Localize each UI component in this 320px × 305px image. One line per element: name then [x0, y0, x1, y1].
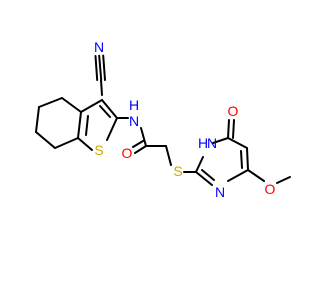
ring-carbonyl-bond-2 — [232, 119, 235, 139]
ring-carbonyl-oxygen-label: O — [228, 103, 239, 119]
pyrimidine-bond-c5-c4 — [246, 147, 249, 171]
cyclohexene-bond-1 — [61, 97, 82, 113]
nitrile-triple-bond-2 — [98, 54, 103, 81]
molecule-structure: N N H S O S H N O N O — [35, 39, 291, 200]
thiophene-bond-c3a-c3 — [80, 99, 103, 113]
c4-to-methoxy-o-bond — [247, 169, 265, 182]
amide-oxygen-label: O — [122, 145, 133, 161]
nh-to-carbonyl-bond — [140, 127, 147, 147]
carbonyl-bond-1 — [134, 145, 147, 154]
pyrimidine-bond-c2-n1 — [195, 156, 204, 173]
thiophene-bond-c2-s — [106, 117, 118, 141]
thioether-sulfur-label: S — [173, 163, 182, 179]
nitrile-triple-bond-1 — [94, 55, 99, 81]
thiophene-bond-c3-c2 — [101, 99, 118, 119]
ch2-to-s-bond — [165, 145, 172, 166]
nitrile-triple-bond-3 — [102, 54, 106, 81]
thiophene-sulfur-label: S — [94, 142, 103, 158]
cyclohexene-bond-5 — [54, 137, 79, 149]
pyrimidine-double-bond-c5-c4 — [240, 150, 243, 169]
pyrimidine-bond-n1-c6 — [212, 137, 229, 144]
pyrimidine-bond-c4-n3 — [227, 169, 249, 182]
ring-nh-nitrogen-label: N — [207, 135, 217, 151]
pyrimidine-bond-c6-c5 — [227, 137, 248, 149]
thiophene-bond-c7a-c3a — [77, 111, 82, 139]
cyclohexene-bond-2 — [38, 97, 63, 108]
methoxy-methyl-bond — [276, 176, 291, 184]
molecule-canvas: N N H S O S H N O N O — [35, 39, 291, 200]
pyrimidine-double-bond-n3-c2 — [201, 169, 215, 181]
ring-nh-hydrogen-label: H — [198, 135, 208, 151]
ring-carbonyl-bond-1 — [227, 119, 230, 139]
nitrile-nitrogen-label: N — [94, 39, 104, 55]
thiophene-double-bond-inner — [85, 115, 89, 136]
nitrile-to-ring-bond — [100, 79, 103, 96]
amide-nh-nitrogen-label: N — [129, 113, 139, 129]
amide-nh-hydrogen-label: H — [129, 97, 139, 113]
cyclohexene-bond-3 — [35, 106, 40, 133]
atom-labels: N N H S O S H N O N O — [94, 39, 276, 200]
bonds — [35, 54, 291, 186]
cyclohexene-bond-4 — [35, 131, 56, 149]
thiophene-double-bond-inner-2 — [99, 105, 111, 118]
pyrimidine-bond-n3-c2 — [195, 171, 213, 186]
thiophene-bond-s-c7a — [77, 137, 93, 151]
carbonyl-bond-2 — [132, 140, 144, 148]
ring-nitrogen-label: N — [215, 184, 225, 200]
methoxy-oxygen-label: O — [265, 181, 276, 197]
